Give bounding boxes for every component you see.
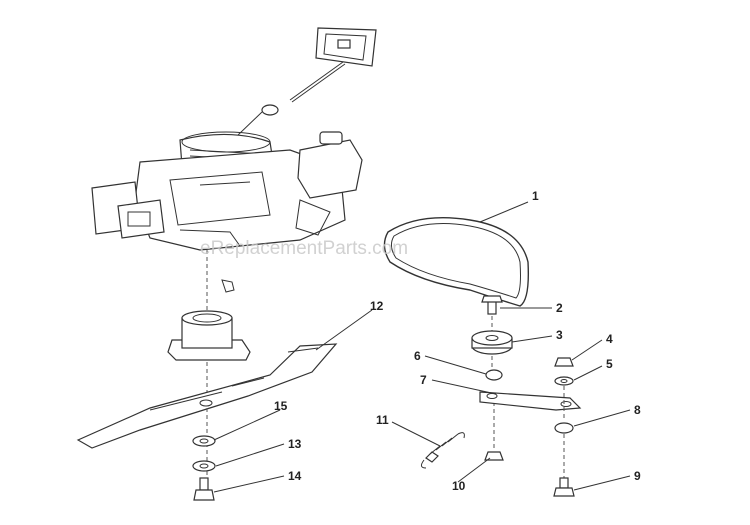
callout-12: 12 bbox=[370, 299, 384, 313]
spring-illustration bbox=[420, 432, 465, 469]
callout-11: 11 bbox=[376, 413, 389, 427]
callout-15: 15 bbox=[274, 399, 288, 413]
callout-5: 5 bbox=[606, 357, 613, 371]
callout-labels: 1 2 3 4 5 6 7 8 9 10 11 12 13 14 15 bbox=[274, 189, 641, 493]
callout-10: 10 bbox=[452, 479, 466, 493]
callout-7: 7 bbox=[420, 373, 427, 387]
pulley-hardware-illustration bbox=[471, 295, 513, 461]
right-hardware-illustration bbox=[553, 357, 575, 497]
callout-3: 3 bbox=[556, 328, 563, 342]
callout-2: 2 bbox=[556, 301, 563, 315]
callout-9: 9 bbox=[634, 469, 641, 483]
callout-1: 1 bbox=[532, 189, 539, 203]
callout-14: 14 bbox=[288, 469, 302, 483]
idler-arm-illustration bbox=[479, 391, 582, 411]
callout-4: 4 bbox=[606, 332, 613, 346]
callout-8: 8 bbox=[634, 403, 641, 417]
drive-belt-illustration bbox=[383, 217, 530, 307]
callout-6: 6 bbox=[414, 349, 421, 363]
engine-illustration bbox=[91, 27, 377, 310]
blade-adapter-illustration bbox=[167, 310, 251, 400]
watermark-text: eReplacementParts.com bbox=[200, 238, 408, 259]
callout-13: 13 bbox=[288, 437, 302, 451]
leader-lines bbox=[213, 201, 631, 493]
blade-hardware-illustration bbox=[192, 435, 216, 501]
